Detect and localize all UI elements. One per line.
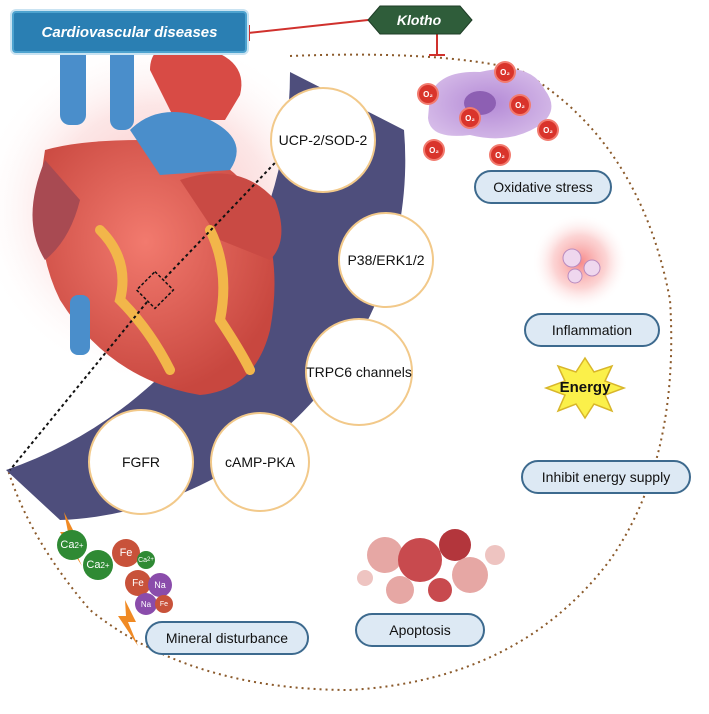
pathway-trpc6: TRPC6 channels — [305, 318, 413, 426]
outcome-apoptosis: Apoptosis — [355, 613, 485, 647]
ion-symbol: Ca — [86, 559, 101, 571]
outcome-inhibit-energy: Inhibit energy supply — [521, 460, 691, 494]
coronary-fat — [95, 225, 255, 375]
outcome-mineral-disturbance: Mineral disturbance — [145, 621, 309, 655]
ion-symbol: Na — [140, 599, 152, 609]
heart-illustration — [32, 30, 282, 395]
oxygen-radical-icon: O₂ — [491, 146, 509, 164]
vena-cava-vessel — [110, 30, 134, 130]
oxygen-radical-icon: O₂ — [425, 141, 443, 159]
oxygen-radical-icon: O₂ — [419, 85, 437, 103]
oxidative-cell-icon — [428, 68, 552, 139]
ion-icon: Na — [135, 593, 157, 615]
ion-icon: Fe — [125, 570, 151, 596]
ion-symbol: Fe — [132, 577, 144, 589]
outcome-oxidative-stress: Oxidative stress — [474, 170, 612, 204]
aorta-vessel — [150, 44, 242, 120]
energy-burst-icon — [543, 356, 627, 420]
ion-symbol: Ca — [138, 556, 148, 564]
oxygen-radical-icon: O₂ — [511, 96, 529, 114]
right-atrium — [32, 160, 80, 260]
ion-symbol: Ca — [60, 539, 75, 551]
klotho-to-disease-line — [247, 19, 369, 34]
pulmonary-artery — [130, 112, 237, 175]
dotted-outline — [7, 53, 673, 692]
lightning-icon — [118, 600, 138, 646]
pathway-p38-erk: P38/ERK1/2 — [338, 212, 434, 308]
ion-charge: 2+ — [74, 540, 84, 550]
apoptosis-cells-icon — [357, 529, 505, 604]
klotho-badge — [367, 5, 473, 35]
klotho-label: Klotho — [396, 12, 442, 28]
ion-symbol: Fe — [159, 600, 169, 608]
zoom-line-top — [164, 144, 293, 279]
heart-left-atrium — [180, 173, 282, 260]
ion-charge: 2+ — [147, 557, 154, 563]
ion-icon: Fe — [155, 595, 173, 613]
oxygen-radical-icon: O₂ — [539, 121, 557, 139]
outcome-inflammation: Inflammation — [524, 313, 660, 347]
energy-burst-label: Energy — [559, 378, 611, 396]
pathway-fgfr: FGFR — [88, 409, 194, 515]
ion-symbol: Fe — [119, 547, 133, 559]
pathway-camp-pka: cAMP-PKA — [210, 412, 310, 512]
zoom-line-bottom — [9, 301, 148, 471]
ion-symbol: Na — [154, 580, 166, 590]
zoom-focus-square — [135, 270, 175, 310]
ion-icon: Na — [148, 573, 172, 597]
inflammation-cells-icon — [562, 248, 601, 284]
oxygen-radical-icon: O₂ — [461, 109, 479, 127]
pathway-ucp2-sod2: UCP-2/SOD-2 — [270, 87, 376, 193]
ion-charge: 2+ — [100, 560, 110, 570]
ion-icon: Fe — [112, 539, 140, 567]
inferior-vena-cava — [70, 295, 90, 355]
oxygen-radical-icon: O₂ — [496, 63, 514, 81]
disease-title: Cardiovascular diseases — [12, 11, 247, 53]
pulmonary-vessel — [60, 45, 86, 125]
